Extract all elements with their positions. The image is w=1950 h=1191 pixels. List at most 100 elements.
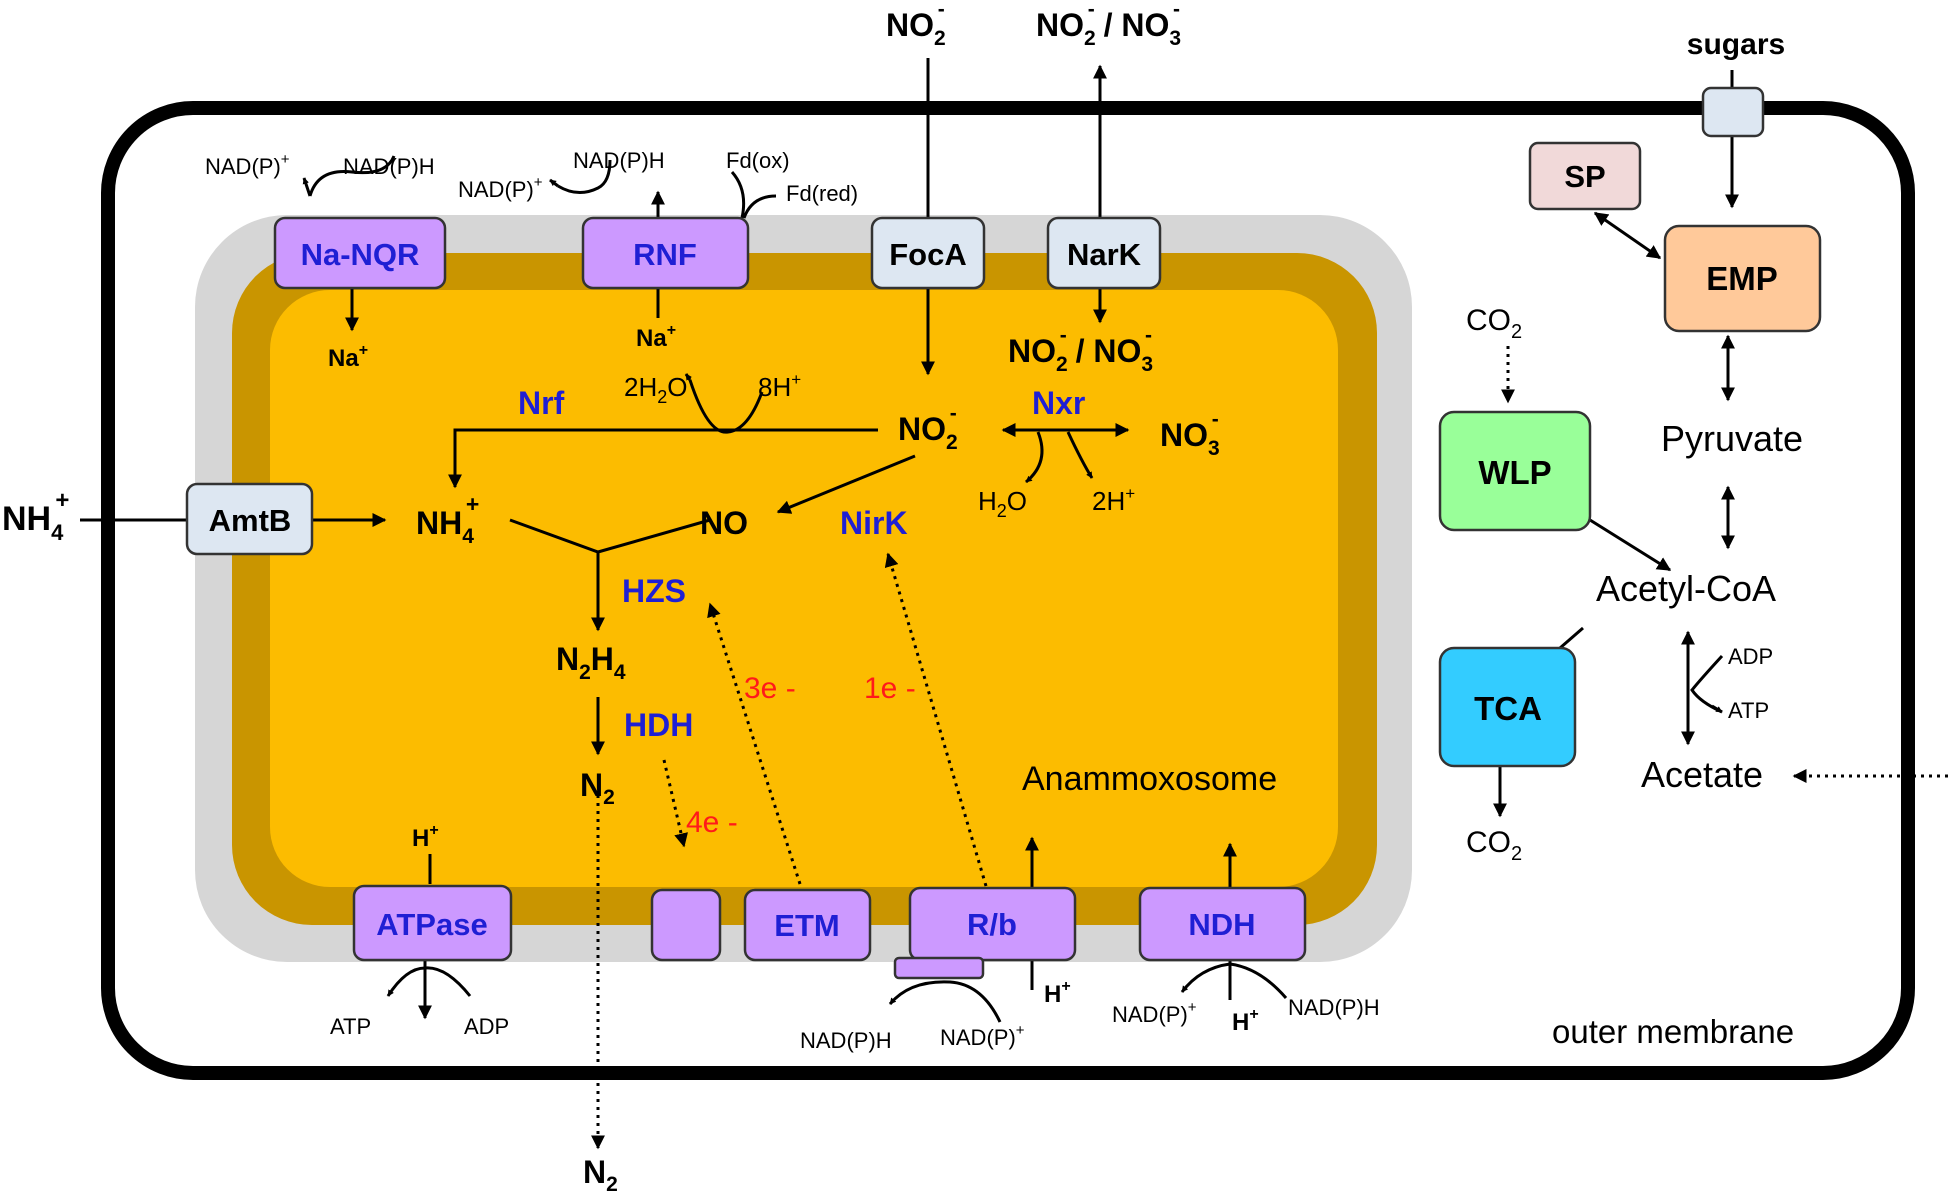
nxr-label: Nxr <box>1032 385 1085 421</box>
ndh-nadp-label: NAD(P)+ <box>1112 999 1197 1027</box>
nh4-inner-label: NH4+ <box>416 491 479 548</box>
outer-membrane-label: outer membrane <box>1552 1013 1794 1050</box>
nh4-outside-label: NH4+ <box>2 487 69 545</box>
atpase-atp-arrow <box>386 966 472 997</box>
nxr-h2o-label: H2O <box>978 486 1027 521</box>
unnamed-complex-box <box>650 888 722 962</box>
anammoxosome-label: Anammoxosome <box>1022 760 1277 798</box>
two-h2o-label: 2H2O <box>624 372 688 407</box>
atpase-box <box>352 884 513 962</box>
na-nqr-cofactor-curve <box>308 155 396 197</box>
no2-top-label: NO2- <box>886 0 946 50</box>
rnf-fd-curve <box>730 171 777 219</box>
emp-box <box>1663 224 1822 333</box>
amtb-label: AmtB <box>209 503 292 538</box>
etm-hzs-electron-dotted-arrow <box>707 602 802 885</box>
na-nqr-na-label: Na+ <box>328 342 368 372</box>
tca-label: TCA <box>1474 690 1542 727</box>
na-nqr-nadp-label: NAD(P)+ <box>205 151 290 179</box>
atpase-label: ATPase <box>376 907 487 942</box>
no2-no3-top-label: NO2- / NO3- <box>1036 0 1181 50</box>
sp-emp-arrow <box>1593 211 1662 260</box>
foca-label: FocA <box>889 237 967 272</box>
n2h4-label: N2H4 <box>556 641 626 684</box>
hdh-label: HDH <box>624 707 693 743</box>
acetate-label: Acetate <box>1641 754 1763 795</box>
fd-ox-label: Fd(ox) <box>726 148 790 173</box>
electrons-4e-label: 4e - <box>686 806 738 839</box>
wlp-acetylcoa-arrow <box>1589 518 1672 572</box>
n2-inner-label: N2 <box>580 767 615 809</box>
no2-no3-inner-label: NO2- / NO3- <box>1008 324 1153 376</box>
na-nqr-nadph-label: NAD(P)H <box>343 154 435 179</box>
nrf-water-curve <box>688 379 764 434</box>
rb-nirk-electron-dotted-arrow <box>884 552 988 887</box>
no3-inner-label: NO3- <box>1160 408 1220 460</box>
na-nqr-label: Na-NQR <box>301 237 420 272</box>
sp-label: SP <box>1564 159 1605 194</box>
nirk-label: NirK <box>840 505 908 541</box>
nark-box <box>1046 216 1162 290</box>
na-nqr-nadp-arrowhead <box>302 177 312 197</box>
emp-label: EMP <box>1706 260 1778 297</box>
no2-inner-label: NO2- <box>898 402 958 454</box>
wlp-box <box>1438 410 1592 532</box>
rb-subunit-box <box>893 956 985 980</box>
amtb-box <box>185 482 314 556</box>
rb-nadph-label: NAD(P)H <box>800 1028 892 1053</box>
hzs-label: HZS <box>622 573 686 609</box>
atpase-h-label: H+ <box>412 822 439 852</box>
eight-h-label: 8H+ <box>758 370 801 402</box>
hdh-electron-dotted-arrow <box>662 759 688 848</box>
co2-top-label: CO2 <box>1466 304 1522 343</box>
rnf-nadph-label: NAD(P)H <box>573 148 665 173</box>
nxr-2h-label: 2H+ <box>1092 484 1135 516</box>
rb-nadp-label: NAD(P)+ <box>940 1022 1025 1050</box>
acetyl-coa-label: Acetyl-CoA <box>1596 568 1776 609</box>
rb-h-label: H+ <box>1044 978 1071 1008</box>
ndh-label: NDH <box>1188 907 1255 942</box>
rnf-nadp-label: NAD(P)+ <box>458 174 543 202</box>
nxr-h2o-arrow <box>1025 431 1044 484</box>
nrf-water-arrowhead <box>684 373 692 381</box>
atpase-atp-label: ATP <box>330 1014 371 1039</box>
atp-arrowhead <box>1711 704 1723 714</box>
rnf-box <box>581 216 750 290</box>
rnf-na-label: Na+ <box>636 322 676 352</box>
tca-box <box>1438 646 1577 768</box>
na-nqr-box <box>273 216 447 290</box>
ndh-nadph-label: NAD(P)H <box>1288 995 1380 1020</box>
etm-box <box>743 888 872 962</box>
metab-atp-label: ATP <box>1728 698 1769 723</box>
rb-label: R/b <box>967 907 1017 942</box>
metab-adp-label: ADP <box>1728 644 1773 669</box>
sugars-label: sugars <box>1687 28 1785 61</box>
co2-bottom-label: CO2 <box>1466 826 1522 865</box>
nark-label: NarK <box>1067 237 1142 272</box>
ndh-box <box>1138 886 1307 962</box>
rnf-nadp-arrowhead <box>549 178 559 188</box>
nrf-label: Nrf <box>518 385 565 421</box>
ndh-h-label: H+ <box>1232 1006 1259 1036</box>
no-label: NO <box>700 505 748 541</box>
wlp-label: WLP <box>1478 454 1551 491</box>
nirk-reaction-arrow <box>776 454 916 514</box>
pyruvate-label: Pyruvate <box>1661 418 1803 459</box>
nxr-2h-arrow <box>1066 431 1094 479</box>
electrons-3e-label: 3e - <box>744 672 796 705</box>
sp-box <box>1528 141 1642 211</box>
n2-bottom-label: N2 <box>583 1154 618 1191</box>
tca-acetylcoa-line <box>1559 626 1584 650</box>
ndh-nadp-arrow <box>1180 962 1288 999</box>
rb-box <box>908 886 1077 962</box>
fd-red-label: Fd(red) <box>786 181 858 206</box>
foca-box <box>870 216 986 290</box>
electrons-1e-label: 1e - <box>864 672 916 705</box>
rnf-nad-curve <box>557 159 612 194</box>
atpase-adp-label: ADP <box>464 1014 509 1039</box>
etm-label: ETM <box>774 908 839 943</box>
rb-nadph-arrow <box>888 980 1002 1023</box>
adp-atp-curve <box>1690 654 1724 714</box>
rnf-label: RNF <box>633 237 697 272</box>
